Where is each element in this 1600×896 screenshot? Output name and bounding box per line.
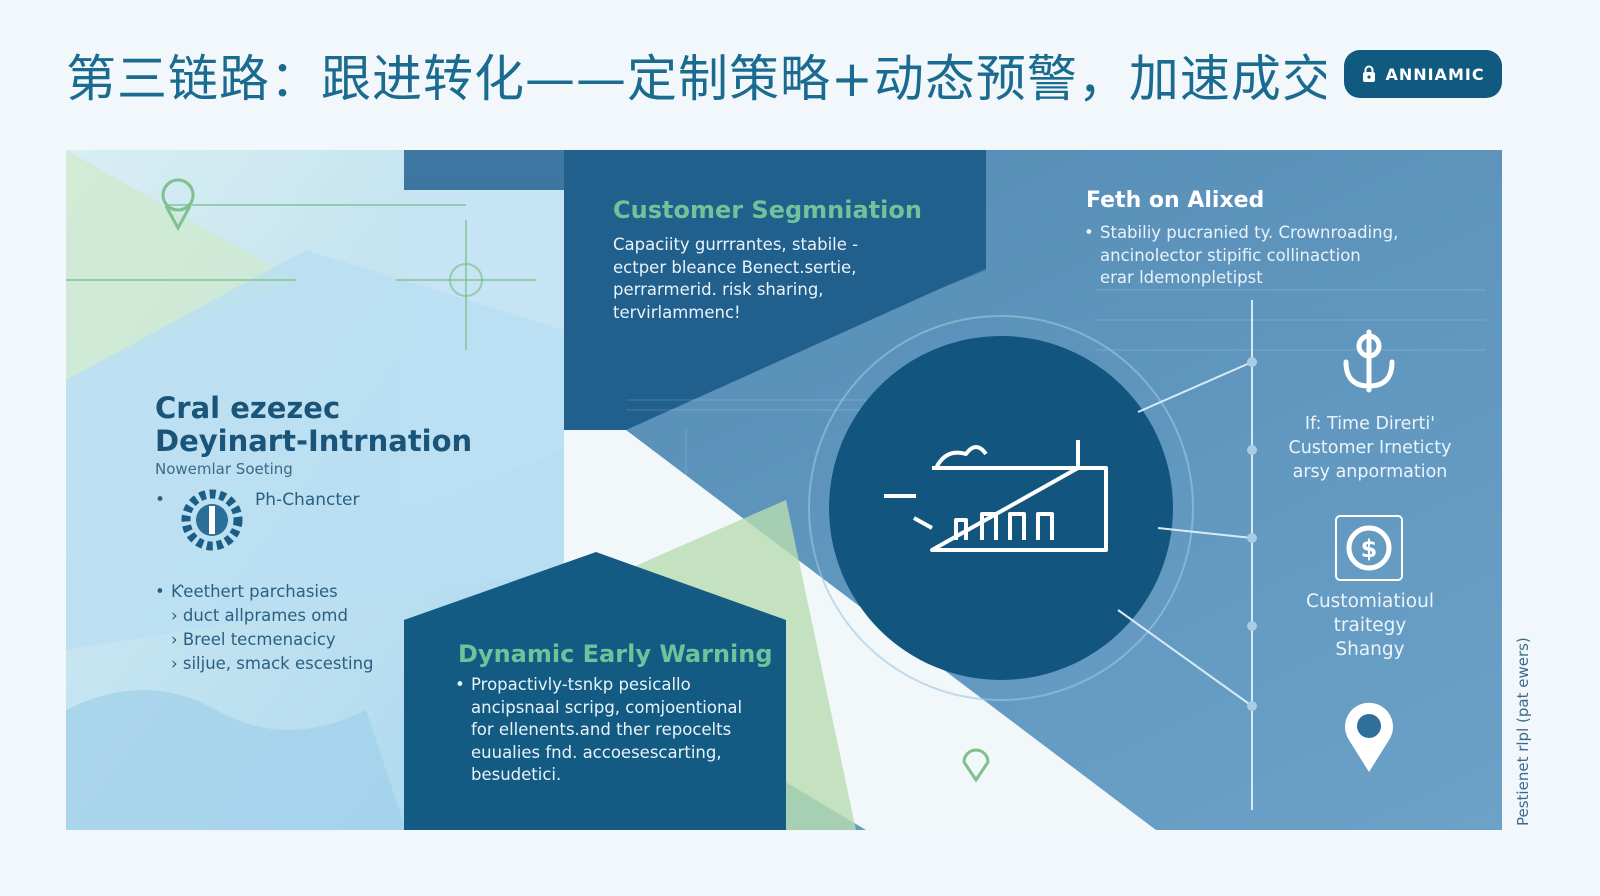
side-note: Pestienet rlpl (pat ewers) — [1514, 637, 1532, 826]
left-heading: Cral ezezec Deyinart-Intrnation — [155, 392, 555, 458]
list-item: Stabiliy pucranied ty. Crownroading, — [1084, 222, 1444, 245]
microphone-icon — [1343, 329, 1395, 393]
dollar-gear-icon: $ — [1335, 515, 1403, 581]
right-item2-label: Customiatioul traitegy Shangy — [1263, 590, 1477, 662]
alixed-line: ancinolector stipific collinaction — [1100, 245, 1361, 265]
right-item2-line: Customiatioul — [1306, 591, 1434, 612]
list-item: › Breel tecmenacicy — [171, 630, 336, 649]
warning-line: ancipsnaal scripg, comjoentional — [471, 697, 743, 717]
right-item2-line: traitegy — [1333, 615, 1407, 636]
location-pin-icon — [1345, 702, 1394, 772]
segmentation-line: perrarmerid. risk sharing, — [613, 280, 824, 299]
list-item: › siljue, smack escesting — [171, 654, 374, 673]
alixed-body: Stabiliy pucranied ty. Crownroading, anc… — [1084, 222, 1444, 290]
segmentation-body: Capaciity gurrrantes, stabile - ectper b… — [613, 234, 913, 324]
list-item: ancinolector stipific collinaction — [1084, 245, 1444, 268]
gear-icon — [181, 489, 243, 551]
segmentation-heading: Customer Segmniation — [613, 196, 922, 224]
list-item: besudetici. — [455, 764, 765, 787]
alixed-line: erar ldemonpletipst — [1100, 268, 1263, 287]
list-item: ancipsnaal scripg, comjoentional — [455, 697, 765, 720]
left-list: Ƙeethert parchasies › duct allprames omd… — [155, 580, 415, 676]
left-heading-line2: Deyinart-Intrnation — [155, 424, 473, 458]
map-pin-icon — [161, 178, 195, 232]
list-item: euualies fnd. accoesescarting, — [455, 742, 765, 765]
list-item: Propactivly-tsnkp pesicallo — [455, 674, 765, 697]
factory-icon — [884, 440, 1108, 552]
right-item1-line: Customer Irneticty — [1288, 438, 1452, 458]
list-item: Ƙeethert parchasies — [155, 580, 415, 604]
warning-heading: Dynamic Early Warning — [458, 640, 773, 668]
right-item1-line: If: Time Direrti' — [1304, 414, 1436, 434]
list-item: for ellenents.and ther repocelts — [455, 719, 765, 742]
warning-line: for ellenents.and ther repocelts — [471, 720, 732, 739]
right-item1-label: If: Time Direrti' Customer Irneticty ars… — [1263, 412, 1477, 484]
left-first-item: •Ph-Chancter — [155, 490, 360, 510]
infographic-panel: $ Cral ezezec Deyinart-Intrnation Noweml… — [66, 150, 1502, 830]
segmentation-line: tervirlammenc! — [613, 302, 741, 322]
warning-line: besudetici. — [471, 765, 562, 784]
svg-text:$: $ — [1361, 535, 1378, 563]
right-item2-line: Shangy — [1335, 639, 1405, 660]
brand-badge[interactable]: ANNIAMIC — [1344, 50, 1502, 98]
lock-icon — [1363, 65, 1376, 82]
right-item1-line: arsy anpormation — [1292, 462, 1448, 482]
left-heading-line1: Cral ezezec — [155, 391, 341, 425]
list-item: › duct allprames omd — [171, 606, 348, 625]
left-first-item-label: Ph-Chancter — [255, 490, 360, 510]
segmentation-line: ectper bleance Benect.sertie, — [613, 257, 857, 277]
alixed-heading: Feth on Alixed — [1086, 188, 1265, 213]
segmentation-line: Capaciity gurrrantes, stabile - — [613, 235, 859, 254]
list-item: erar ldemonpletipst — [1084, 267, 1444, 290]
page-title: 第三链路：跟进转化——定制策略+动态预警，加速成交 — [66, 50, 1326, 108]
left-subheading: Nowemlar Soeting — [155, 460, 293, 478]
warning-line: euualies fnd. accoesescarting, — [471, 742, 722, 762]
warning-body: Propactivly-tsnkp pesicallo ancipsnaal s… — [455, 674, 765, 787]
brand-badge-label: ANNIAMIC — [1385, 64, 1485, 84]
